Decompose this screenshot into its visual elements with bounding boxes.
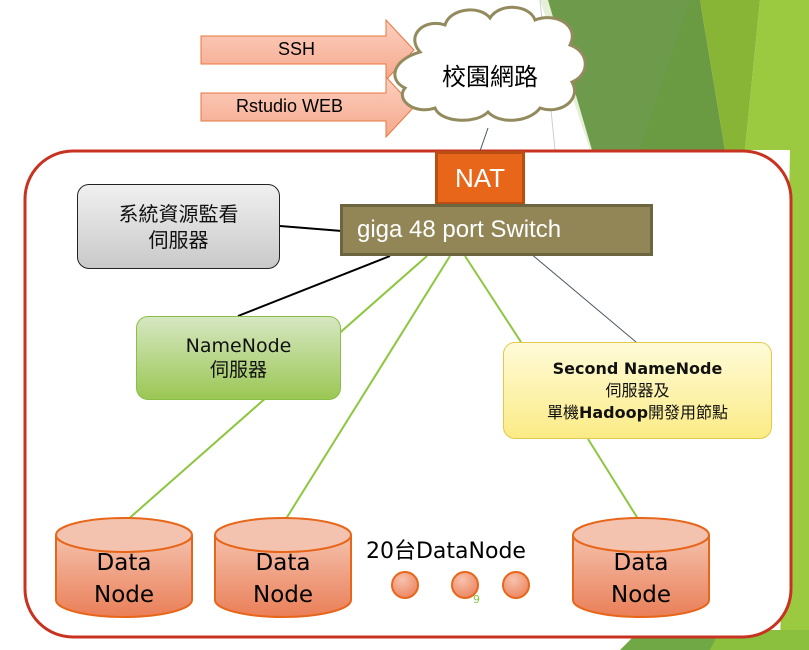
slide-page-number: 9 xyxy=(473,593,480,606)
nat-node: NAT xyxy=(435,151,525,205)
datanode-count-label: 20台DataNode xyxy=(366,539,526,564)
nat-label: NAT xyxy=(454,162,506,193)
datanode-3-line2: Node xyxy=(610,582,672,608)
secondary-line3-post: 開發用節點 xyxy=(648,402,729,422)
rstudio-web-label: Rstudio WEB xyxy=(236,96,344,116)
monitor-server-line2: 伺服器 xyxy=(148,227,209,252)
datanode-cylinder-2 xyxy=(214,517,352,618)
datanode-1-line2: Node xyxy=(93,582,155,608)
secondary-namenode-node: Second NameNode 伺服器及 單機Hadoop開發用節點 xyxy=(503,342,772,439)
link-secondary-datanode-3 xyxy=(587,438,641,523)
link-switch-datanode-2 xyxy=(283,255,451,523)
datanode-label-2: Data Node xyxy=(215,547,351,611)
namenode-line2: 伺服器 xyxy=(209,359,267,381)
bg-stripe-lime xyxy=(700,0,760,150)
monitor-server-line1: 系統資源監看 xyxy=(118,201,239,226)
secondary-line1: Second NameNode xyxy=(552,358,723,378)
campus-network-cloud xyxy=(393,5,587,122)
datanode-1-line1: Data xyxy=(96,550,152,576)
rstudio-web-arrow xyxy=(200,75,415,139)
datanode-label-3: Data Node xyxy=(573,547,709,611)
monitor-server-node: 系統資源監看 伺服器 xyxy=(77,184,280,269)
link-switch-namenode xyxy=(237,255,391,317)
campus-network-label: 校園網路 xyxy=(442,63,538,91)
datanode-label-1: Data Node xyxy=(56,547,192,611)
datanode-cylinder-3 xyxy=(572,517,710,618)
datanode-cylinder-1 xyxy=(55,517,193,618)
ellipsis-dot xyxy=(391,571,419,599)
datanode-2-line1: Data xyxy=(255,550,311,576)
link-cloud-nat xyxy=(479,127,489,152)
link-monitor-switch xyxy=(279,225,343,232)
secondary-line3-bold: Hadoop xyxy=(578,402,649,422)
datanode-2-line2: Node xyxy=(252,582,314,608)
secondary-line2: 伺服器及 xyxy=(605,380,670,400)
switch-node: giga 48 port Switch xyxy=(340,204,653,256)
link-switch-monitor-gray xyxy=(529,252,637,343)
ellipsis-dot xyxy=(502,571,530,599)
cluster-boundary xyxy=(23,149,793,639)
bg-stripe-dark xyxy=(640,0,725,150)
namenode-line1: NameNode xyxy=(185,335,292,357)
datanode-3-line1: Data xyxy=(613,550,669,576)
bg-stripe-bright xyxy=(745,0,809,650)
switch-label: giga 48 port Switch xyxy=(357,216,562,243)
link-switch-secondary xyxy=(464,255,522,343)
secondary-line3: 單機Hadoop開發用節點 xyxy=(547,402,728,424)
namenode-server-node: NameNode 伺服器 xyxy=(136,316,341,400)
secondary-line3-pre: 單機 xyxy=(546,402,579,422)
ellipsis-dot xyxy=(451,571,479,599)
ssh-label: SSH xyxy=(278,39,316,59)
